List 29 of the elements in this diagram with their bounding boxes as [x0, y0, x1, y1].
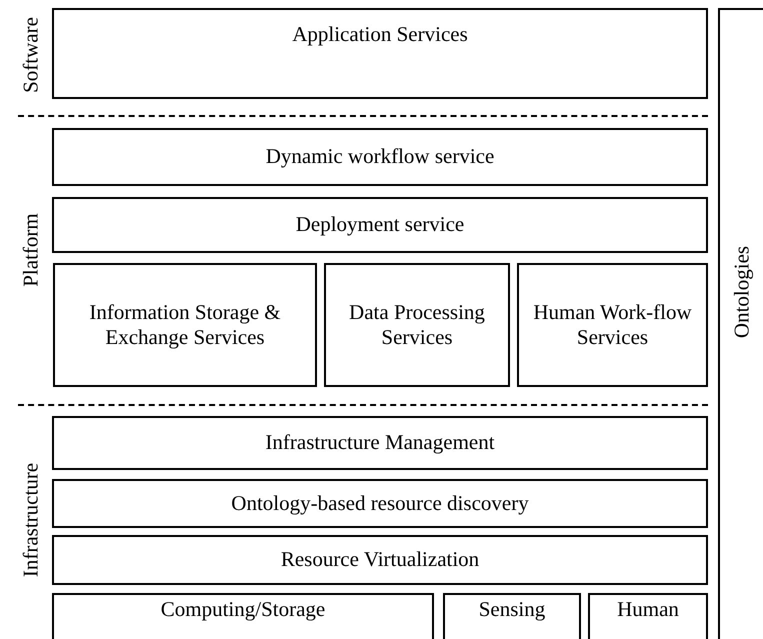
layer-box — [443, 593, 581, 639]
layer-label: Information Storage & Exchange Services — [88, 300, 282, 350]
layer-group-label: Platform — [20, 213, 42, 287]
layer-box — [588, 593, 708, 639]
layer-box — [52, 128, 708, 186]
layer-label: Ontology-based resource discovery — [231, 490, 529, 516]
layer-label: Application Services — [292, 22, 468, 48]
layer-label: Infrastructure Management — [265, 430, 495, 456]
layer-group-label: Software — [20, 17, 42, 93]
layer-box — [52, 8, 708, 99]
layer-label: Data Processing Services — [348, 300, 486, 350]
layer-box — [52, 535, 708, 585]
layer-label: Dynamic workflow service — [266, 144, 494, 170]
layer-box — [52, 479, 708, 528]
layer-label: Human — [617, 597, 679, 622]
layer-box — [517, 263, 708, 387]
layer-label: Sensing — [478, 597, 546, 622]
layer-box — [52, 593, 434, 639]
layer-label: Computing/Storage — [160, 597, 326, 622]
layer-box — [53, 263, 317, 387]
side-panel — [718, 8, 763, 639]
layer-group-label: Infrastructure — [20, 462, 42, 578]
layer-label: Deployment service — [296, 212, 464, 238]
layer-label: Resource Virtualization — [280, 547, 480, 573]
panel-label: Ontologies — [732, 246, 752, 338]
layer-box — [52, 416, 708, 470]
layer-box — [324, 263, 510, 387]
layer-box — [52, 197, 708, 253]
layer-label: Human Work-flow Services — [532, 300, 693, 350]
